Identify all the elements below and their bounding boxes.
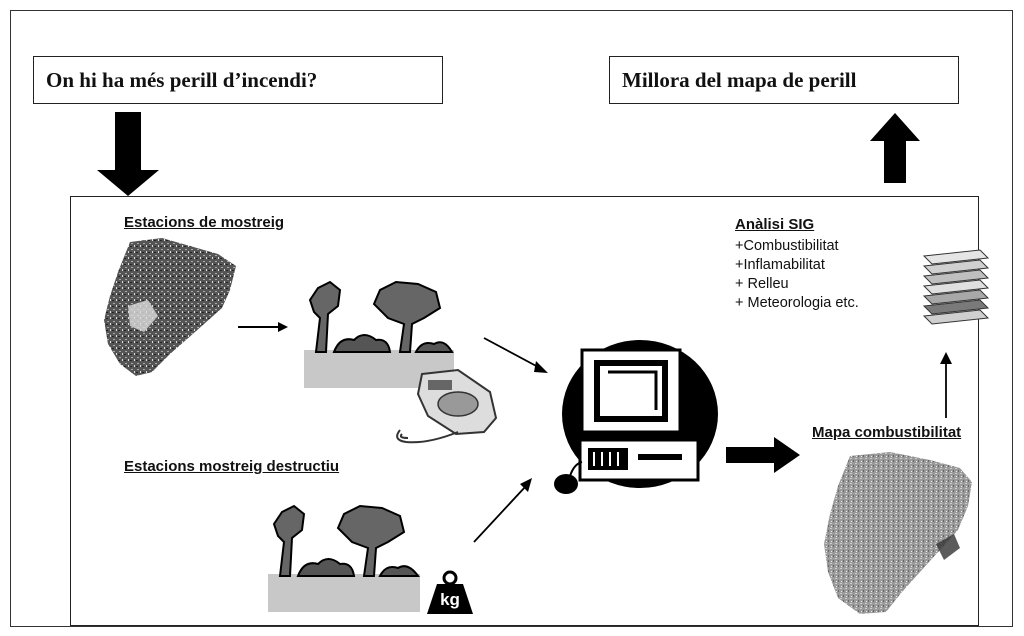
arrow-icon (238, 322, 288, 332)
gis-factors-list: +Combustibilitat +Inflamabilitat + Relle… (735, 237, 859, 313)
gis-layers-icon (922, 249, 990, 325)
process-frame (70, 196, 979, 626)
weight-unit-label: kg (440, 590, 460, 609)
question-box: On hi ha més perill d’incendi? (33, 56, 443, 104)
question-text: On hi ha més perill d’incendi? (46, 67, 318, 92)
arrow-icon (483, 337, 548, 373)
measuring-tape-icon (396, 368, 498, 444)
computer-icon (554, 340, 718, 494)
gis-factor-item: + Meteorologia etc. (735, 295, 859, 311)
outer-frame (10, 10, 1013, 627)
right-arrow-icon (726, 437, 800, 473)
gis-analysis-title: Anàlisi SIG (735, 216, 815, 233)
gis-factor-item: +Inflamabilitat (735, 257, 825, 273)
down-arrow-icon (97, 112, 159, 196)
fuel-map-icon (824, 452, 972, 614)
up-arrow-icon (870, 113, 920, 183)
fuel-map-label: Mapa combustibilitat (812, 424, 962, 441)
arrow-icon (473, 478, 532, 543)
sampling-stations-map-icon (104, 238, 236, 376)
sampling-stations-label: Estacions de mostreig (124, 214, 285, 231)
gis-factor-item: + Relleu (735, 276, 789, 292)
gis-factor-item: +Combustibilitat (735, 238, 839, 254)
destructive-sampling-label: Estacions mostreig destructiu (124, 458, 340, 475)
improvement-box: Millora del mapa de perill (609, 56, 959, 104)
weight-icon: kg (425, 570, 475, 614)
improvement-text: Millora del mapa de perill (622, 67, 857, 92)
forest-landscape-icon (304, 278, 454, 388)
forest-landscape-icon (268, 500, 420, 612)
arrow-icon (940, 352, 952, 418)
